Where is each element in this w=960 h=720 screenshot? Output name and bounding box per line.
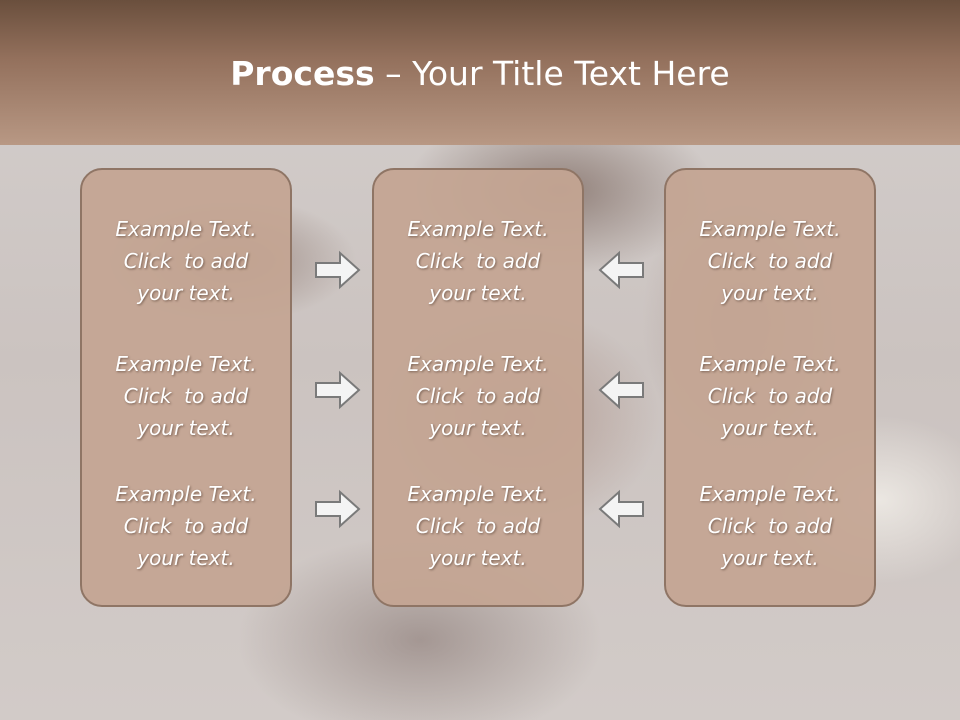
title-rest: – Your Title Text Here <box>374 54 730 93</box>
text-placeholder[interactable]: Example Text. Click to add your text. <box>666 348 874 444</box>
text-line: Example Text. <box>699 217 841 241</box>
text-line: your text. <box>721 281 819 305</box>
left-arrow-icon[interactable] <box>597 250 645 290</box>
left-arrow-icon[interactable] <box>597 370 645 410</box>
text-line: your text. <box>429 546 527 570</box>
text-line: Example Text. <box>115 482 257 506</box>
process-panel-center[interactable]: Example Text. Click to add your text. Ex… <box>372 168 584 607</box>
text-line: Click to add <box>415 384 541 408</box>
right-arrow-icon[interactable] <box>314 370 362 410</box>
text-line: Click to add <box>707 514 833 538</box>
text-line: Example Text. <box>699 482 841 506</box>
text-placeholder[interactable]: Example Text. Click to add your text. <box>82 213 290 309</box>
text-line: Example Text. <box>407 352 549 376</box>
text-line: Click to add <box>123 514 249 538</box>
text-line: your text. <box>429 281 527 305</box>
text-line: Click to add <box>123 384 249 408</box>
text-placeholder[interactable]: Example Text. Click to add your text. <box>82 348 290 444</box>
text-line: Example Text. <box>407 482 549 506</box>
text-line: your text. <box>721 546 819 570</box>
text-line: your text. <box>721 416 819 440</box>
text-line: Click to add <box>123 249 249 273</box>
text-line: Click to add <box>415 514 541 538</box>
text-line: Example Text. <box>699 352 841 376</box>
text-placeholder[interactable]: Example Text. Click to add your text. <box>666 213 874 309</box>
text-line: Click to add <box>707 249 833 273</box>
text-placeholder[interactable]: Example Text. Click to add your text. <box>374 478 582 574</box>
process-panel-right[interactable]: Example Text. Click to add your text. Ex… <box>664 168 876 607</box>
text-placeholder[interactable]: Example Text. Click to add your text. <box>666 478 874 574</box>
text-line: Example Text. <box>407 217 549 241</box>
process-panel-left[interactable]: Example Text. Click to add your text. Ex… <box>80 168 292 607</box>
text-placeholder[interactable]: Example Text. Click to add your text. <box>82 478 290 574</box>
text-line: Click to add <box>415 249 541 273</box>
text-placeholder[interactable]: Example Text. Click to add your text. <box>374 348 582 444</box>
text-line: Example Text. <box>115 217 257 241</box>
text-line: Example Text. <box>115 352 257 376</box>
slide-title[interactable]: Process – Your Title Text Here <box>0 52 960 96</box>
text-line: Click to add <box>707 384 833 408</box>
text-line: your text. <box>137 281 235 305</box>
text-line: your text. <box>137 546 235 570</box>
title-bold: Process <box>230 54 375 93</box>
text-line: your text. <box>137 416 235 440</box>
right-arrow-icon[interactable] <box>314 250 362 290</box>
right-arrow-icon[interactable] <box>314 489 362 529</box>
left-arrow-icon[interactable] <box>597 489 645 529</box>
text-line: your text. <box>429 416 527 440</box>
text-placeholder[interactable]: Example Text. Click to add your text. <box>374 213 582 309</box>
title-bar: Process – Your Title Text Here <box>0 0 960 145</box>
